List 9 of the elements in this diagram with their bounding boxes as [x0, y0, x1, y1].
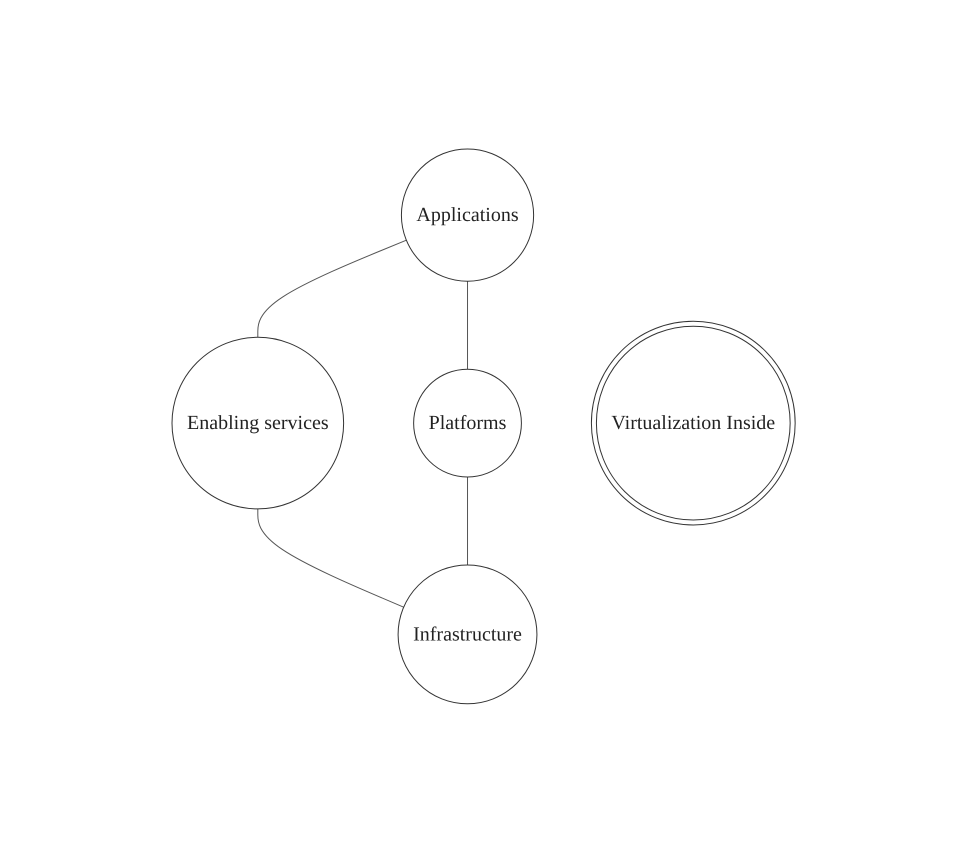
connector — [466, 280, 468, 370]
node-circle: Platforms — [413, 368, 522, 478]
node-circle: Enabling services — [171, 336, 344, 509]
node-circle: Virtualization Inside — [590, 320, 796, 526]
connector — [257, 239, 407, 338]
connector — [466, 476, 468, 566]
connector — [257, 508, 404, 608]
node-circle: Applications — [400, 148, 534, 282]
node-circle: Infrastructure — [398, 564, 538, 704]
